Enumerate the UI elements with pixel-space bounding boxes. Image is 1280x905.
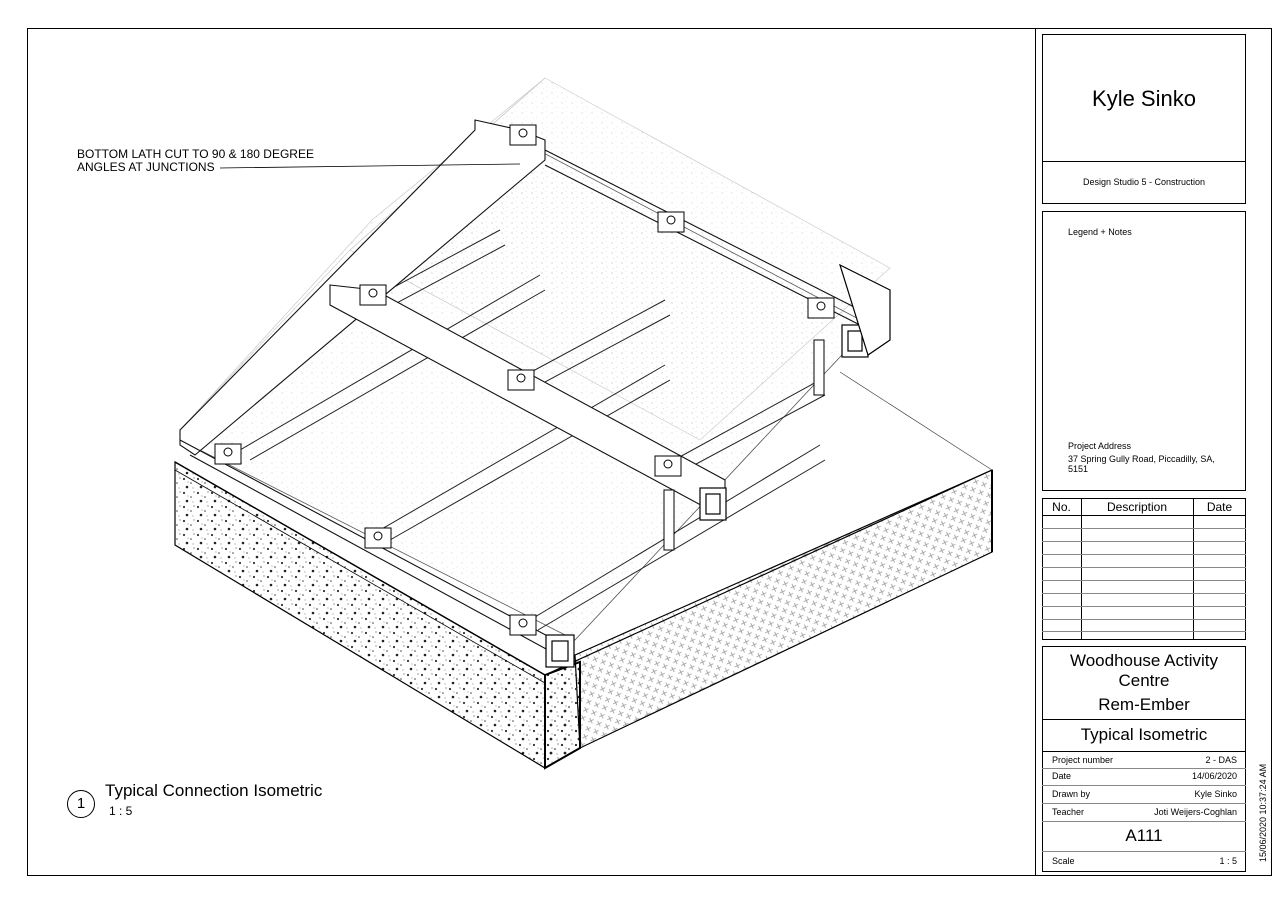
revisions-row-line [1042, 528, 1246, 529]
scale-label: Scale [1052, 856, 1075, 866]
revisions-col-divider-1 [1081, 498, 1082, 640]
sheet-border [27, 28, 1272, 876]
revisions-header-divider [1042, 515, 1246, 516]
project-name-line-2: Centre [1118, 671, 1170, 690]
revisions-row-line [1042, 619, 1246, 620]
designer-divider [1042, 161, 1246, 162]
project-info-row-line [1042, 851, 1246, 852]
revisions-header-no: No. [1052, 500, 1071, 514]
annotation-leader [219, 163, 521, 169]
revisions-row-line [1042, 554, 1246, 555]
legend-box [1042, 211, 1246, 491]
revisions-row-line [1042, 606, 1246, 607]
sheet-number: A111 [1125, 826, 1163, 845]
view-title: Typical Connection Isometric [105, 781, 323, 800]
brackets [214, 124, 835, 636]
project-info-divider-1 [1042, 719, 1246, 720]
revisions-header-date: Date [1206, 500, 1233, 514]
print-timestamp: 15/06/2020 10:37:24 AM [1258, 763, 1268, 862]
date-value: 14/06/2020 [1191, 771, 1237, 781]
course-name: Design Studio 5 - Construction [1082, 177, 1206, 187]
designer-name: Kyle Sinko [1092, 86, 1196, 111]
view-number: 1 [76, 795, 86, 812]
rafter-end-boxes [545, 263, 891, 668]
legend-heading: Legend + Notes [1068, 227, 1132, 237]
project-address-line-1: 37 Spring Gully Road, Piccadilly, SA, [1068, 454, 1215, 464]
revisions-row-line [1042, 631, 1246, 632]
revisions-row-line [1042, 580, 1246, 581]
teacher-label: Teacher [1052, 807, 1085, 817]
project-info-row-line [1042, 768, 1246, 769]
project-info-box [1042, 646, 1246, 872]
revisions-row-line [1042, 593, 1246, 594]
view-number-circle: 1 [67, 790, 95, 818]
revisions-header-description: Description [1106, 500, 1168, 514]
view-scale: 1 : 5 [109, 804, 133, 818]
ground-wedge [544, 371, 993, 749]
revisions-row-line [1042, 541, 1246, 542]
drawn-by-value: Kyle Sinko [1194, 789, 1237, 799]
project-address-label: Project Address [1068, 441, 1132, 451]
drawn-by-label: Drawn by [1052, 789, 1091, 799]
annotation-line-2: ANGLES AT JUNCTIONS [77, 160, 215, 174]
sheet-title: Typical Isometric [1080, 725, 1208, 744]
project-number-label: Project number [1052, 755, 1114, 765]
project-info-row-line [1042, 821, 1246, 822]
revisions-table [1042, 498, 1246, 640]
revisions-col-divider-2 [1193, 498, 1194, 640]
designer-box [1042, 34, 1246, 204]
date-label: Date [1052, 771, 1072, 781]
project-number-value: 2 - DAS [1205, 755, 1237, 765]
revisions-row-line [1042, 567, 1246, 568]
project-info-row-line [1042, 785, 1246, 786]
project-address-line-2: 5151 [1068, 464, 1089, 474]
title-block-divider [1035, 28, 1036, 876]
teacher-value: Joti Weijers-Coghlan [1154, 807, 1237, 817]
project-subtitle: Rem-Ember [1098, 695, 1190, 714]
project-name-line-1: Woodhouse Activity [1069, 651, 1219, 670]
project-info-divider-2 [1042, 751, 1246, 752]
battens [239, 229, 826, 631]
scale-value: 1 : 5 [1219, 856, 1237, 866]
annotation-line-1: BOTTOM LATH CUT TO 90 & 180 DEGREE [77, 147, 314, 161]
concrete-slab [174, 460, 581, 770]
isometric-drawing [174, 77, 993, 770]
project-info-row-line [1042, 803, 1246, 804]
